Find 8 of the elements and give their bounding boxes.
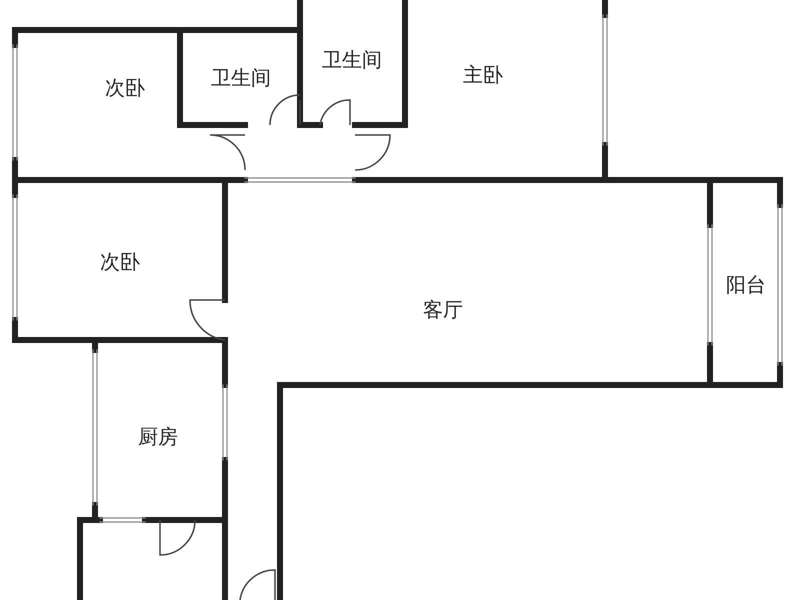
room-label: 卫生间 — [211, 64, 271, 92]
room-label: 厨房 — [138, 424, 178, 450]
room-label: 次卧 — [105, 74, 145, 102]
room-label: 主卧 — [463, 62, 503, 88]
room-label: 客厅 — [423, 296, 463, 324]
room-label: 次卧 — [100, 248, 140, 276]
room-label: 阳台 — [726, 272, 766, 298]
room-label: 卫生间 — [322, 46, 382, 74]
